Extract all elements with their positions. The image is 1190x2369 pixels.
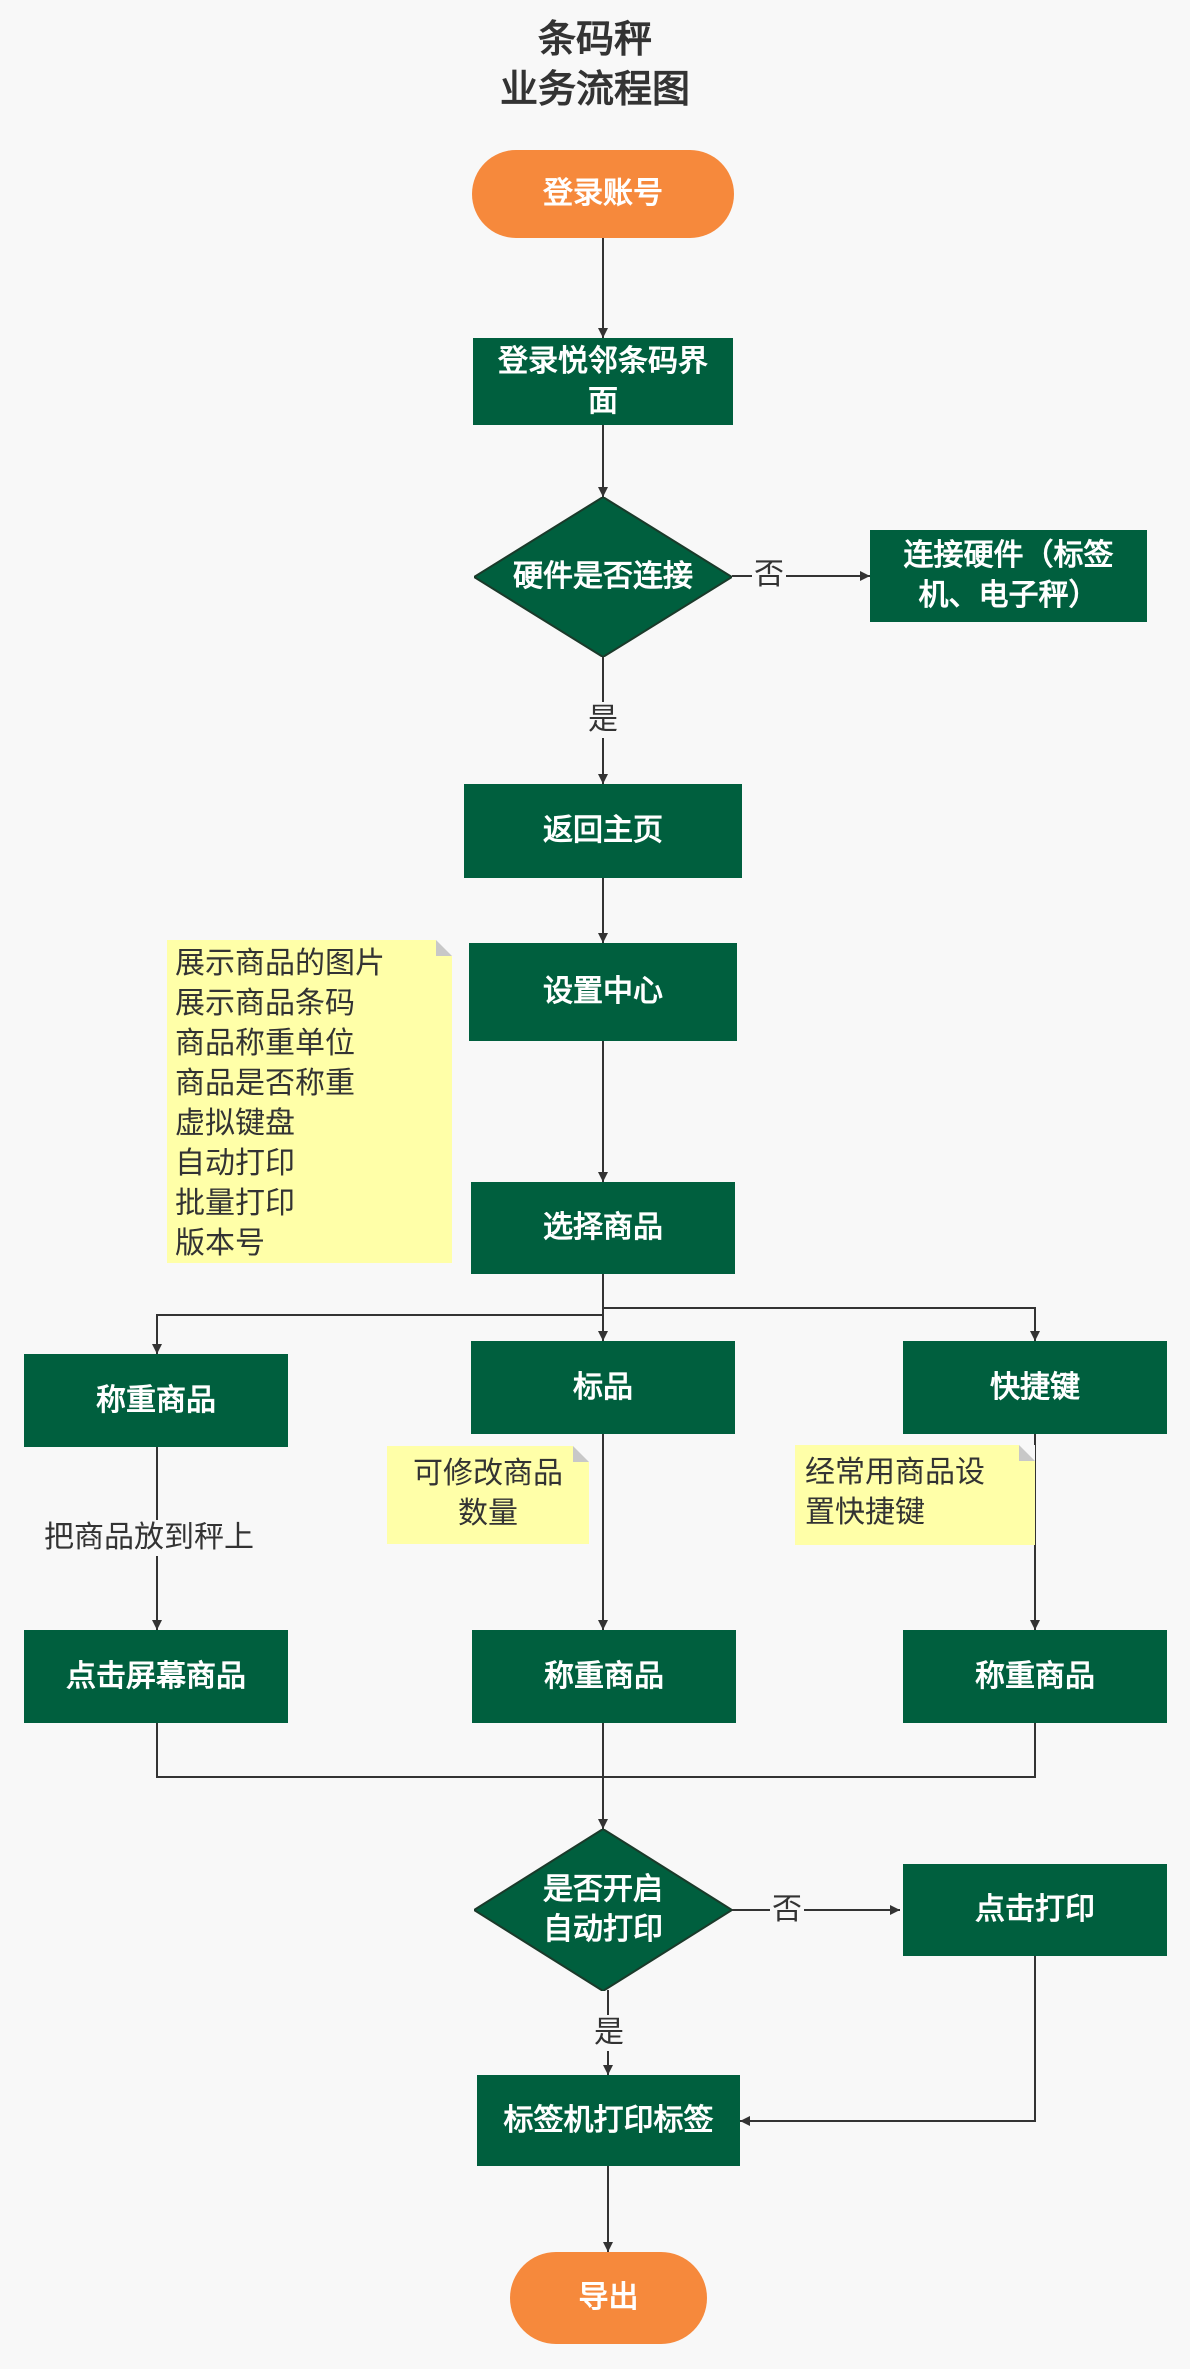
note-line: 置快捷键 — [805, 1495, 925, 1530]
note-line: 商品是否称重 — [175, 1066, 355, 1101]
note-shortcut-key: 经常用商品设 置快捷键 — [795, 1445, 1035, 1545]
node-click-print: 点击打印 — [903, 1864, 1167, 1956]
node-click-screen-product: 点击屏幕商品 — [24, 1630, 288, 1723]
note-line: 虚拟键盘 — [175, 1106, 295, 1141]
note-line: 数量 — [458, 1496, 518, 1531]
auto-print-check-label: 是否开启自动打印 — [543, 1872, 663, 1947]
node-login-ui: 登录悦邻条码界面 — [473, 338, 733, 425]
edge-select-to-shortcut — [603, 1307, 1040, 1341]
node-standard-product: 标品 — [471, 1341, 735, 1434]
note-line: 展示商品条码 — [175, 986, 355, 1021]
edge-label-print-yes: 是 — [592, 2015, 626, 2051]
node-login-account: 登录账号 — [472, 150, 734, 238]
node-weigh-product-mid: 称重商品 — [472, 1630, 736, 1723]
diagram-title-line2: 业务流程图 — [499, 67, 690, 111]
edge-label-place-on-scale: 把商品放到秤上 — [42, 1520, 256, 1556]
node-auto-print-check: 是否开启自动打印 — [474, 1829, 732, 1991]
node-connect-hardware: 连接硬件（标签机、电子秤） — [870, 530, 1147, 622]
note-fold-icon — [436, 940, 452, 956]
hardware-check-label: 硬件是否连接 — [513, 559, 693, 594]
note-line: 经常用商品设 — [805, 1455, 985, 1490]
note-fold-icon — [573, 1446, 589, 1462]
note-line: 商品称重单位 — [175, 1026, 355, 1061]
node-weigh-product-right: 称重商品 — [903, 1630, 1167, 1723]
edge-label-print-no: 否 — [770, 1892, 804, 1928]
node-select-product: 选择商品 — [471, 1182, 735, 1274]
node-settings-center: 设置中心 — [469, 943, 737, 1041]
node-hardware-check: 硬件是否连接 — [474, 497, 732, 657]
note-line: 展示商品的图片 — [175, 946, 385, 981]
note-fold-icon — [1019, 1445, 1035, 1461]
edge-label-hardware-yes: 是 — [586, 702, 620, 738]
node-shortcut-key: 快捷键 — [903, 1341, 1167, 1434]
edge-click-to-label — [740, 1956, 1036, 2126]
note-line: 可修改商品 — [413, 1456, 563, 1491]
note-line: 版本号 — [175, 1226, 265, 1261]
node-weigh-product-left: 称重商品 — [24, 1354, 288, 1447]
node-label-print: 标签机打印标签 — [477, 2075, 740, 2166]
edge-merge-left — [156, 1723, 603, 1778]
node-return-home: 返回主页 — [464, 784, 742, 878]
note-line: 自动打印 — [175, 1146, 295, 1181]
note-standard-product: 可修改商品 数量 — [387, 1446, 589, 1544]
note-line: 批量打印 — [175, 1186, 295, 1221]
note-settings-features: 展示商品的图片 展示商品条码 商品称重单位 商品是否称重 虚拟键盘 自动打印 批… — [167, 940, 452, 1263]
edge-merge-right — [603, 1723, 1036, 1778]
node-export: 导出 — [510, 2252, 707, 2344]
edge-label-hardware-no: 否 — [752, 557, 786, 593]
diagram-title-line1: 条码秤 — [537, 17, 652, 61]
